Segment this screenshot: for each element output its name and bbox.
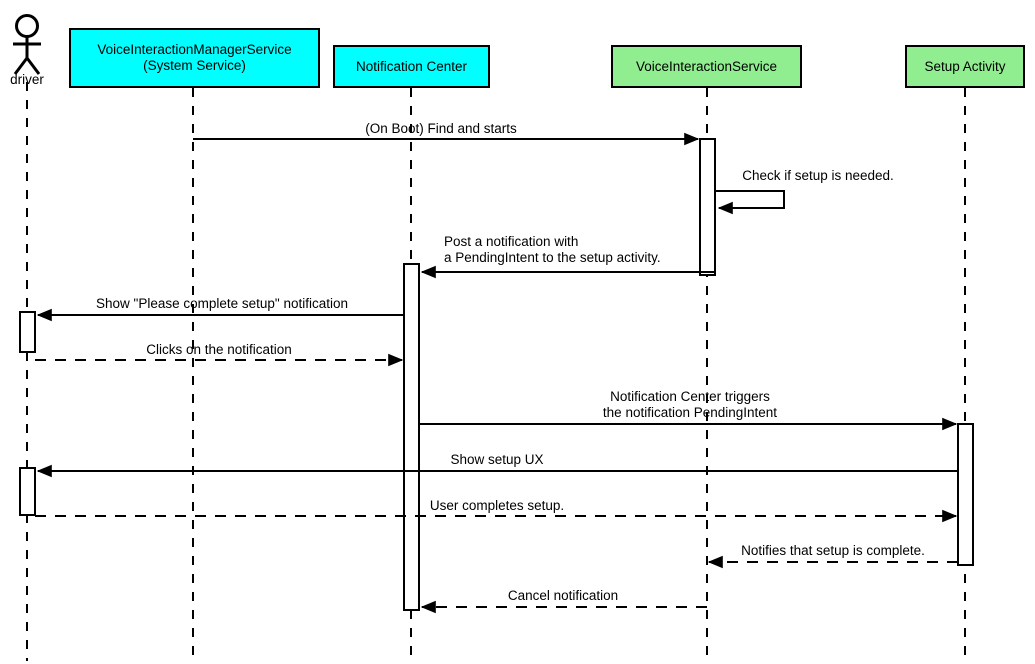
participant-box-setup[interactable]: Setup Activity (905, 45, 1025, 88)
participant-box-notif[interactable]: Notification Center (333, 45, 490, 88)
activation-bar-driver (19, 467, 36, 516)
participant-label-vis: VoiceInteractionService (635, 58, 778, 74)
lifelines-group (26, 82, 966, 661)
activation-bar-driver (19, 311, 36, 353)
actor-stick-figure-driver (13, 14, 41, 75)
participant-label-notif: Notification Center (355, 58, 468, 74)
message-arrows-group (35, 132, 958, 614)
participant-label-setup: Setup Activity (924, 58, 1006, 74)
message-arrow-m2 (715, 190, 785, 215)
activation-bar-vis (699, 138, 716, 276)
actor-label-driver: driver (10, 72, 44, 87)
activation-bar-notif (403, 263, 420, 611)
participant-box-vims[interactable]: VoiceInteractionManagerService (System S… (69, 28, 320, 88)
participant-label-vims: VoiceInteractionManagerService (System S… (97, 42, 292, 73)
activation-bar-setup (957, 423, 974, 566)
participant-box-vis[interactable]: VoiceInteractionService (611, 45, 802, 88)
activation-bars-group (19, 138, 974, 611)
